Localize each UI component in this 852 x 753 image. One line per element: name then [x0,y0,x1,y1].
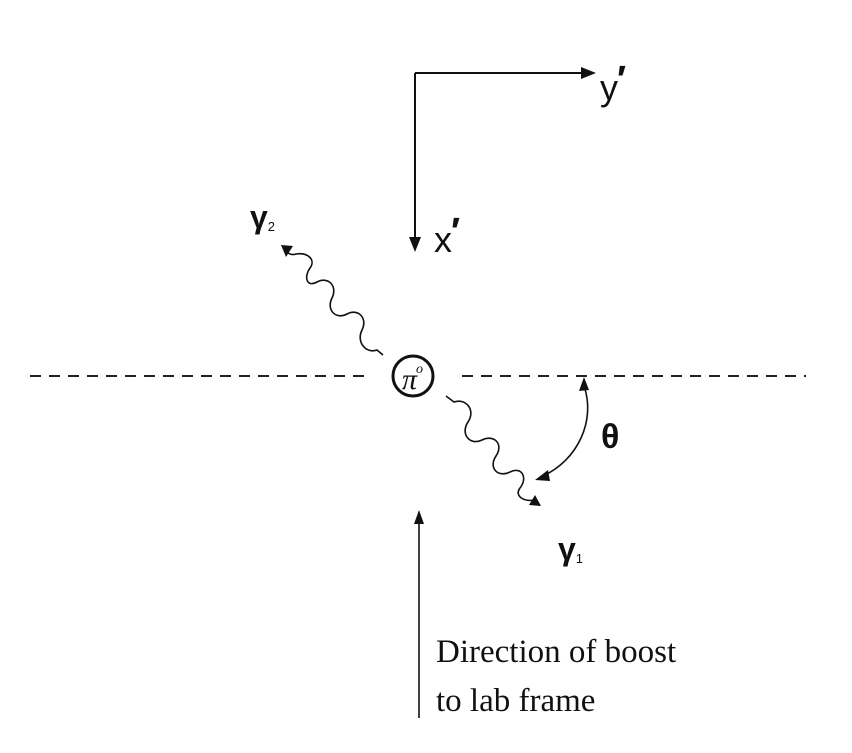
pion-circle [391,354,435,398]
gamma-1-subscript: 1 [576,551,583,566]
theta-arc [542,385,589,477]
gamma-2-symbol: γ [250,199,268,235]
boost-caption-line-2: to lab frame [436,683,595,719]
x-prime-arrowhead [409,237,421,252]
photon-gamma-1: γ1 [445,395,583,567]
y-prime-mark: ′ [617,59,626,101]
theta-label: θ [601,418,619,456]
gamma-1-symbol: γ [558,531,576,567]
pion-label: πo [402,362,423,396]
gamma-1-label: γ1 [558,531,583,567]
y-prime-label: y′ [600,59,626,108]
pion: πo [391,354,435,398]
x-prime-symbol: x [434,219,452,260]
theta-arrowhead-bottom [535,470,550,481]
boost-direction: Direction of boost to lab frame [414,510,676,719]
gamma-2-label: γ2 [250,199,275,235]
x-prime-label: x′ [434,211,460,260]
pion-symbol: π [402,363,418,396]
boost-arrowhead [414,510,424,524]
gamma-2-wave [283,247,384,356]
theta-arrowhead-top [579,377,589,391]
gamma-2-arrowhead [281,245,293,257]
y-prime-symbol: y [600,67,618,108]
angle-theta: θ [535,377,619,481]
x-prime-mark: ′ [451,211,460,253]
gamma-1-arrowhead [529,495,541,506]
pion-superscript: o [416,362,423,377]
primed-axes: y′ x′ [409,59,626,260]
gamma-1-wave [445,395,535,502]
y-prime-arrowhead [581,67,596,79]
boost-caption-line-1: Direction of boost [436,634,676,670]
gamma-2-subscript: 2 [268,219,275,234]
photon-gamma-2: γ2 [250,199,384,356]
